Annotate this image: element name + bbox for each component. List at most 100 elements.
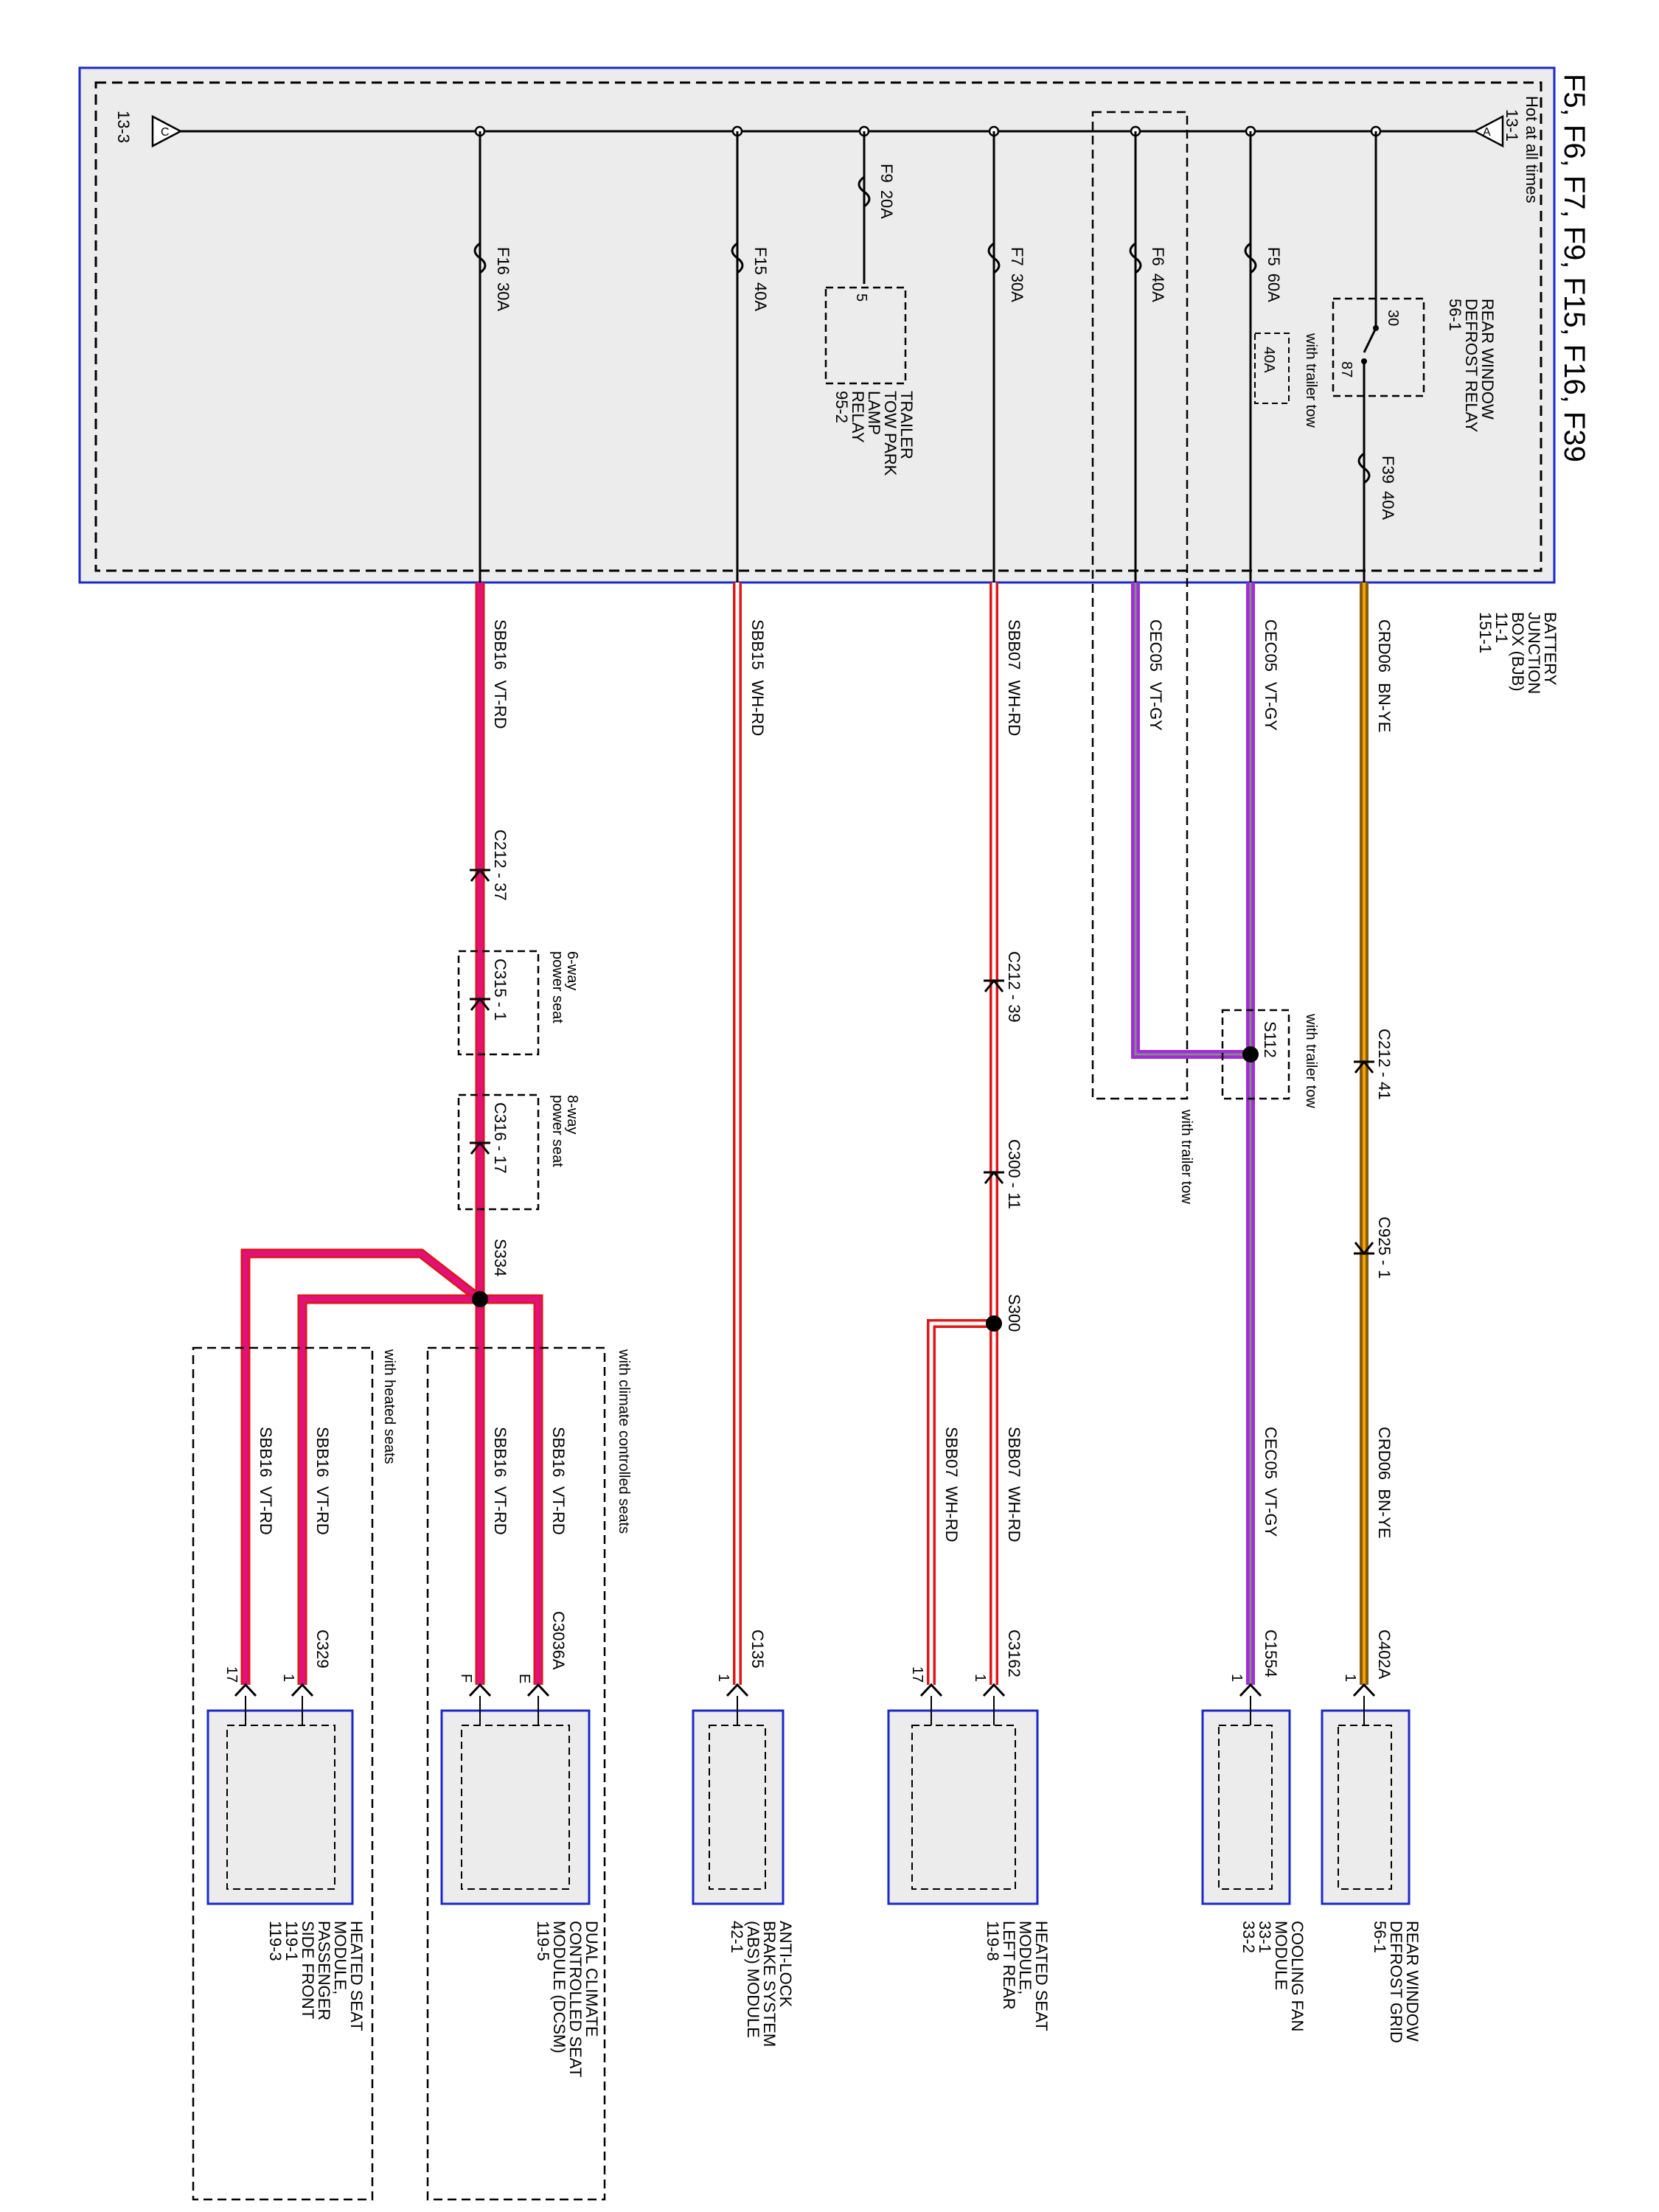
ref-13-3: 13-3 — [114, 111, 133, 143]
fuse-f39-symbol — [1357, 452, 1371, 484]
svg-text:C316 - 17: C316 - 17 — [491, 1102, 509, 1174]
svg-text:power seat: power seat — [549, 951, 566, 1023]
svg-text:1: 1 — [972, 1674, 988, 1682]
svg-text:119-1: 119-1 — [282, 1921, 301, 1961]
fuse-f15-label: F1540A — [751, 247, 770, 311]
svg-text:REAR WINDOW: REAR WINDOW — [1478, 299, 1497, 420]
wire-label-crd06: CRD06BN-YE — [1375, 619, 1394, 732]
module-label-heated-seat-left-rear: HEATED SEAT MODULE, LEFT REAR 119-8 — [984, 1921, 1051, 2031]
fuse-f39-label: F3940A — [1379, 456, 1397, 520]
svg-text:C925 - 1: C925 - 1 — [1375, 1217, 1394, 1279]
wire-label-cec05-trailer: CEC05VT-GY — [1147, 619, 1165, 731]
svg-text:S112: S112 — [1261, 1021, 1279, 1058]
svg-text:SBB16 VT-RD: SBB16 VT-RD — [257, 1427, 275, 1535]
svg-text:S334: S334 — [491, 1239, 509, 1276]
svg-text:MODULE: MODULE — [1272, 1921, 1290, 1990]
svg-text:with trailer tow: with trailer tow — [1303, 1013, 1319, 1108]
svg-text:C1554: C1554 — [1262, 1630, 1280, 1677]
6way-option-box — [457, 950, 540, 1056]
off-page-arrow-a — [1472, 114, 1504, 148]
module-label-heated-seat-passenger: HEATED SEAT MODULE, PASSENGER SIDE FRONT… — [266, 1921, 366, 2031]
svg-text:17: 17 — [909, 1666, 925, 1683]
svg-text:40A: 40A — [1261, 347, 1277, 373]
inline-connectors — [470, 868, 1374, 1256]
svg-text:S300: S300 — [1005, 1294, 1023, 1332]
svg-text:119-8: 119-8 — [984, 1921, 1002, 1961]
svg-text:LEFT REAR: LEFT REAR — [1000, 1921, 1018, 2010]
fuse-f6-label: F640A — [1149, 247, 1167, 302]
svg-text:DUAL CLIMATE: DUAL CLIMATE — [582, 1921, 601, 2037]
wire-label-sbb16: SBB16VT-RD — [491, 619, 509, 729]
svg-text:with heated seats: with heated seats — [381, 1349, 397, 1464]
svg-text:MODULE (DCSM): MODULE (DCSM) — [550, 1921, 568, 2053]
svg-text:TRAILER: TRAILER — [897, 391, 916, 459]
svg-text:ANTI-LOCK: ANTI-LOCK — [776, 1921, 795, 2008]
svg-text:CEC05 VT-GY: CEC05 VT-GY — [1262, 1427, 1280, 1537]
module-heated-seat-passenger-front — [206, 1696, 354, 1905]
svg-text:HEATED SEAT: HEATED SEAT — [347, 1921, 366, 2031]
svg-text:56-1: 56-1 — [1371, 1921, 1389, 1953]
svg-text:C315 - 1: C315 - 1 — [491, 959, 509, 1020]
splice-s300 — [986, 1315, 1002, 1332]
climate-seats-area — [426, 1346, 606, 2201]
svg-text:REAR WINDOW: REAR WINDOW — [1403, 1921, 1422, 2042]
svg-text:MODULE,: MODULE, — [331, 1921, 349, 1994]
svg-text:1: 1 — [715, 1674, 731, 1682]
svg-text:8-way: 8-way — [564, 1095, 580, 1134]
svg-text:with climate controlled seats: with climate controlled seats — [616, 1349, 632, 1534]
svg-text:SBB16 VT-RD: SBB16 VT-RD — [491, 1427, 509, 1535]
bjb-box — [78, 66, 1556, 584]
svg-text:119-5: 119-5 — [534, 1921, 552, 1961]
svg-text:6-way: 6-way — [564, 951, 580, 990]
svg-text:C212 - 37: C212 - 37 — [491, 830, 509, 901]
splice-s112 — [1242, 1046, 1259, 1062]
svg-text:151-1: 151-1 — [1476, 612, 1495, 653]
module-label-defrost-grid: REAR WINDOW DEFROST GRID 56-1 — [1371, 1921, 1422, 2043]
svg-text:95-2: 95-2 — [832, 391, 851, 423]
svg-text:DEFROST RELAY: DEFROST RELAY — [1462, 299, 1481, 433]
module-rear-window-defrost-grid — [1321, 1696, 1411, 1905]
8way-option-box — [457, 1093, 540, 1211]
svg-text:87: 87 — [1338, 361, 1354, 378]
bjb-name-label: BATTERY JUNCTION BOX (BJB) 11-1 151-1 — [1476, 612, 1559, 694]
bjb-inner-dashed — [94, 81, 1543, 572]
svg-text:1: 1 — [280, 1674, 296, 1682]
svg-text:C3162: C3162 — [1005, 1630, 1023, 1677]
svg-text:MODULE,: MODULE, — [1016, 1921, 1034, 1994]
svg-text:C135: C135 — [748, 1630, 767, 1669]
svg-text:SBB07 WH-RD: SBB07 WH-RD — [942, 1427, 961, 1542]
svg-text:CONTROLLED SEAT: CONTROLLED SEAT — [566, 1921, 585, 2077]
wire-label-sbb07: SBB07WH-RD — [1005, 619, 1023, 736]
svg-text:F: F — [458, 1674, 474, 1683]
wire-label-cec05-main: CEC05VT-GY — [1262, 619, 1280, 731]
svg-text:56-1: 56-1 — [1446, 299, 1464, 331]
svg-text:COOLING FAN: COOLING FAN — [1288, 1921, 1307, 2031]
svg-text:BATTERY: BATTERY — [1541, 612, 1559, 686]
svg-text:C212 - 39: C212 - 39 — [1005, 951, 1023, 1023]
svg-text:33-2: 33-2 — [1239, 1921, 1258, 1953]
svg-text:PASSENGER: PASSENGER — [315, 1921, 333, 2020]
svg-text:HEATED SEAT: HEATED SEAT — [1032, 1921, 1051, 2031]
trailer-relay-label: TRAILER TOW PARK LAMP RELAY 95-2 — [832, 391, 916, 476]
svg-text:30: 30 — [1385, 310, 1401, 326]
svg-text:power seat: power seat — [549, 1095, 566, 1167]
fuse-f9-label: F920A — [877, 164, 896, 219]
fuse-f16-label: F1630A — [494, 247, 512, 311]
svg-text:TOW PARK: TOW PARK — [881, 391, 900, 476]
svg-text:119-3: 119-3 — [266, 1921, 285, 1961]
wire-sbb07 — [927, 582, 998, 1685]
trailer-tow-park-lamp-relay — [824, 286, 907, 385]
svg-text:with trailer tow: with trailer tow — [1178, 1109, 1194, 1204]
heated-seats-area — [192, 1346, 374, 2201]
svg-text:with trailer tow: with trailer tow — [1303, 333, 1319, 428]
svg-text:17: 17 — [223, 1666, 240, 1683]
page-title: F5, F6, F7, F9, F15, F16, F39 — [1558, 74, 1590, 462]
svg-text:SIDE FRONT: SIDE FRONT — [299, 1921, 317, 2019]
svg-text:C300 - 11: C300 - 11 — [1005, 1139, 1023, 1209]
module-label-cooling-fan: COOLING FAN MODULE 33-1 33-2 — [1239, 1921, 1307, 2031]
module-dcsm — [440, 1696, 591, 1905]
wire-label-sbb15: SBB15WH-RD — [748, 619, 767, 736]
svg-text:LAMP: LAMP — [865, 391, 883, 435]
